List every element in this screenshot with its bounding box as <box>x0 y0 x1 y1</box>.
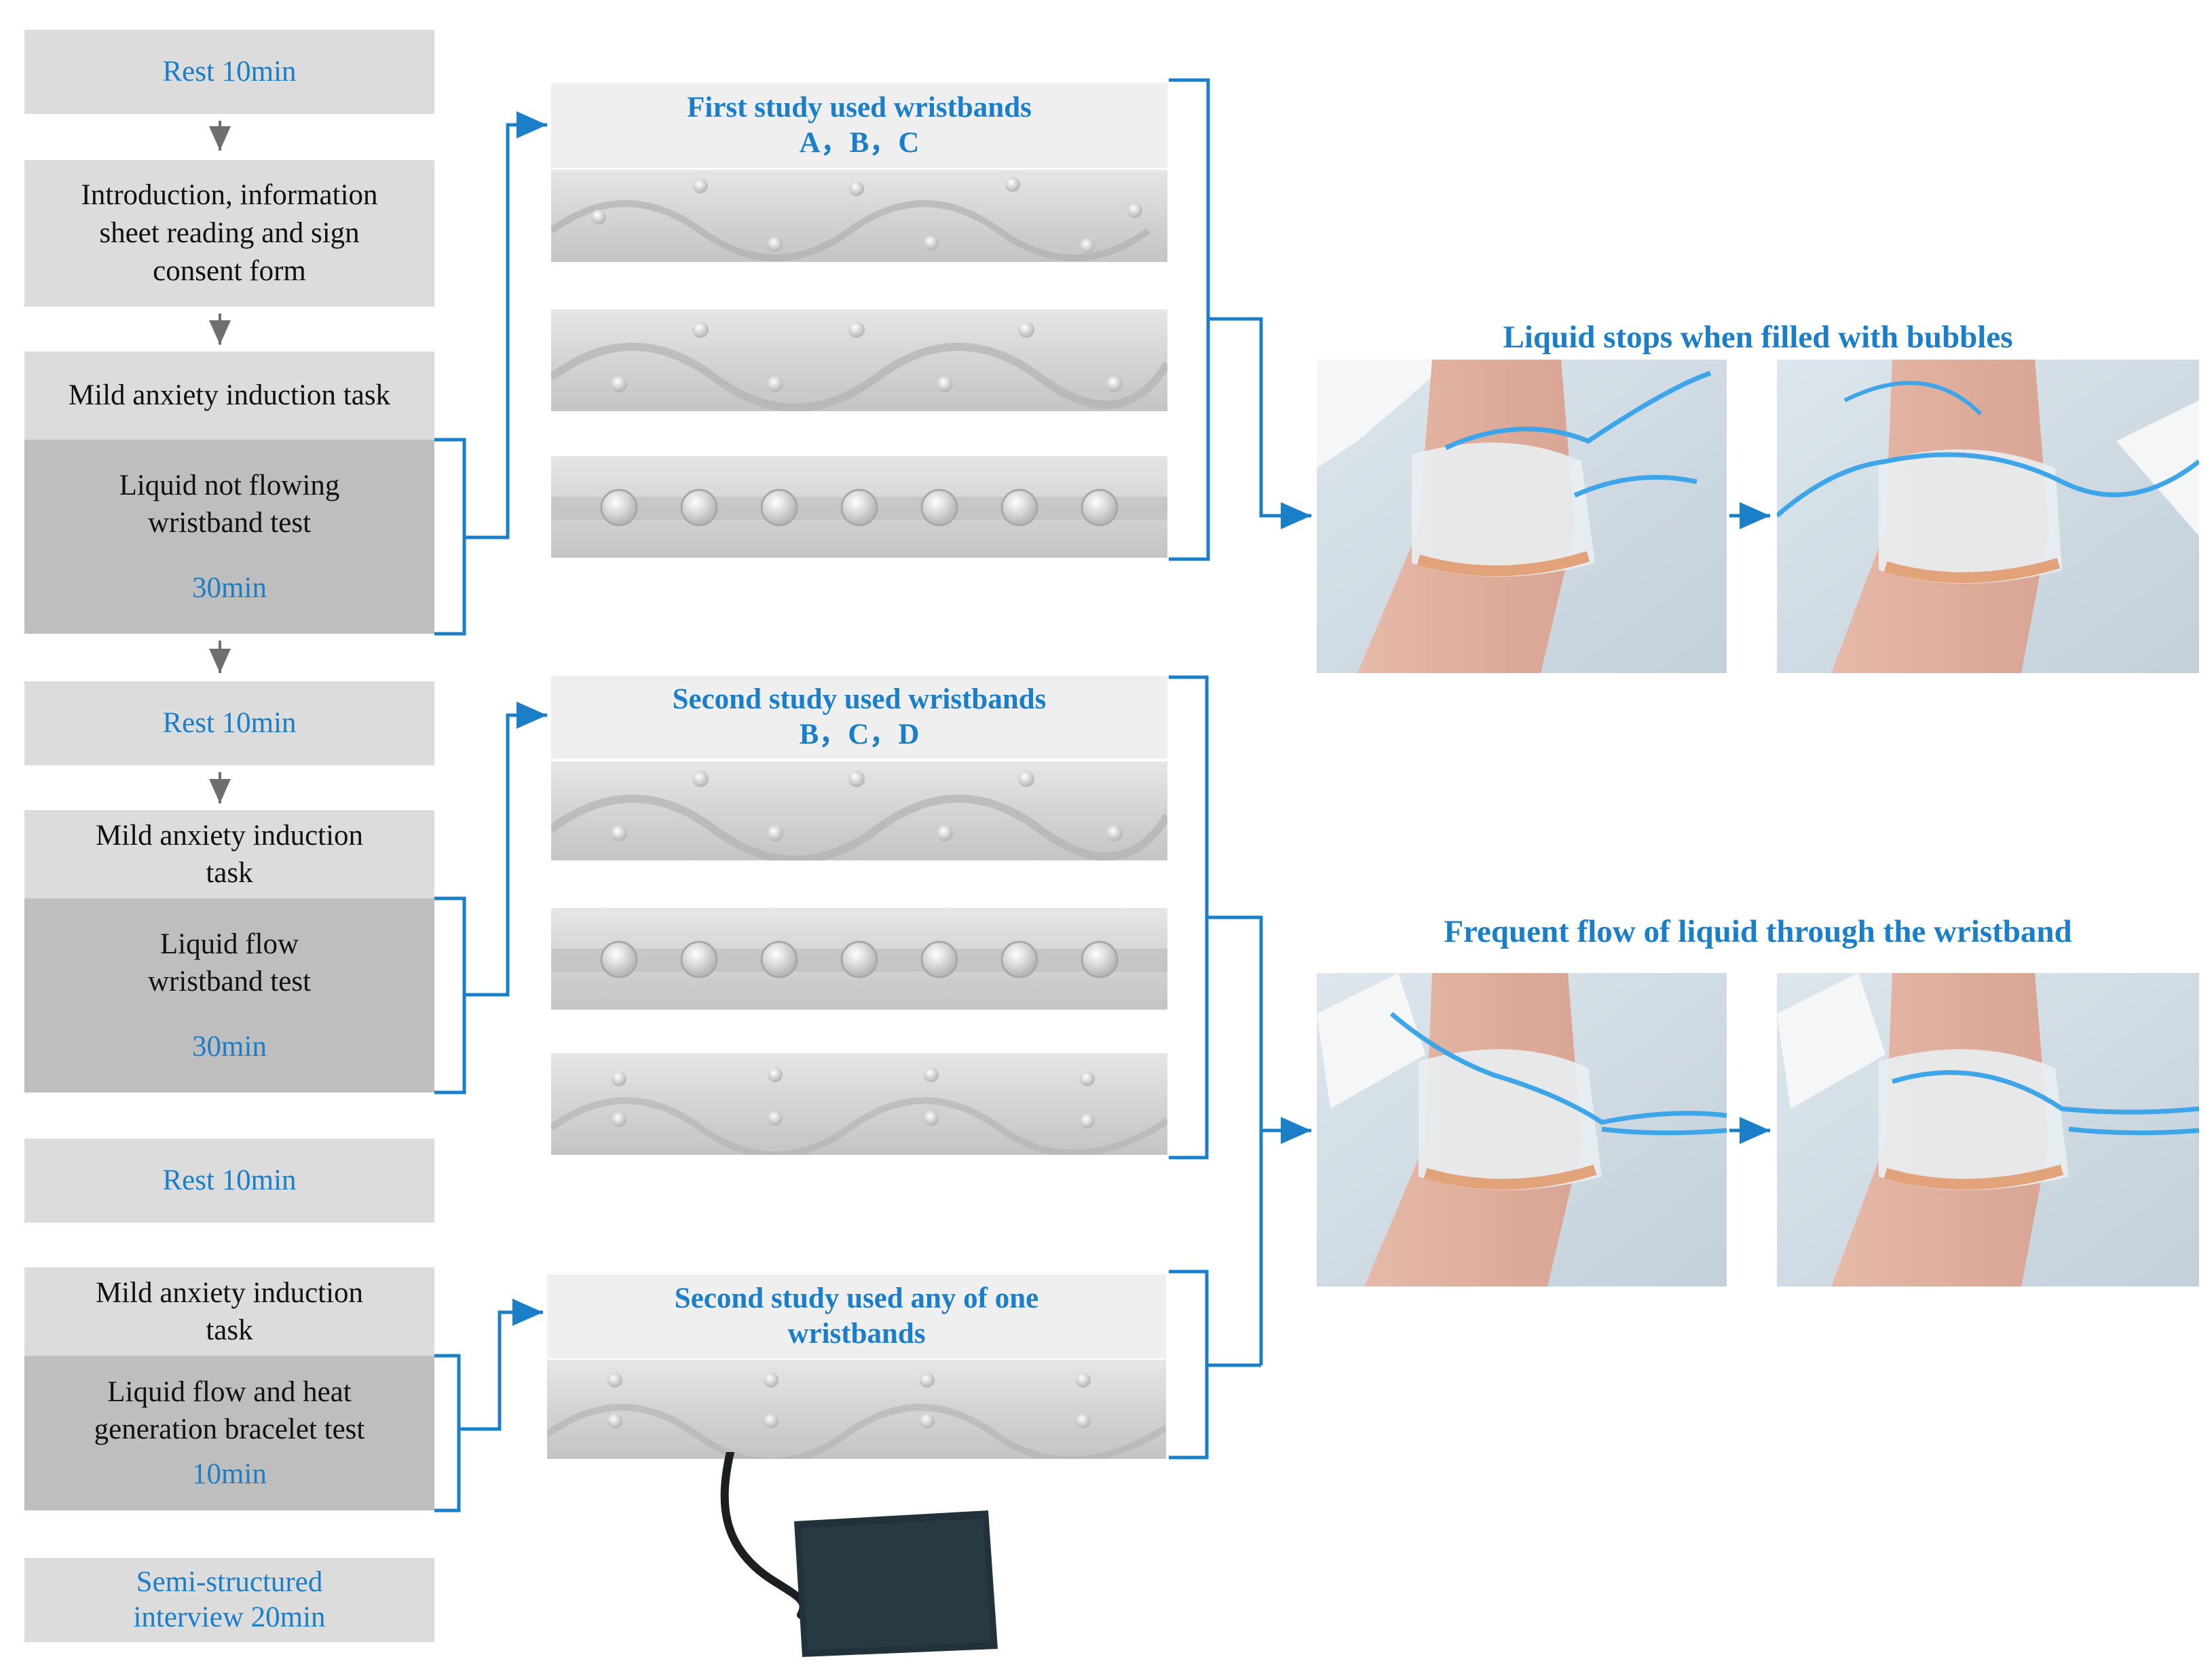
rest-step-1: Rest 10min <box>24 30 434 114</box>
interview-step-label: Semi-structured interview 20min <box>133 1566 326 1633</box>
wristband-image-c-second <box>551 908 1167 1010</box>
second-study-title: Second study used wristbands <box>672 683 1047 716</box>
wristband-test-1-label: Liquid not flowing wristband test <box>119 470 340 539</box>
wristband-image-c <box>551 456 1167 558</box>
wristband-test-2: Liquid flow wristband test 30min <box>24 898 434 1092</box>
second-study-labels: B，C，D <box>799 719 920 750</box>
interview-step: Semi-structured interview 20min <box>24 1558 434 1642</box>
wristband-image-heat <box>547 1360 1166 1459</box>
rest-step-3: Rest 10min <box>24 1139 434 1223</box>
wrist-photo-flow-before <box>1317 973 1727 1287</box>
wristband-image-d <box>551 1053 1167 1155</box>
rest-step-2: Rest 10min <box>24 681 434 765</box>
heating-pad-image <box>720 1452 998 1657</box>
first-study-labels: A，B，C <box>799 127 920 159</box>
intro-step-label: Introduction, information sheet reading … <box>81 179 378 287</box>
wristband-test-2-label: Liquid flow wristband test <box>147 928 312 998</box>
wristband-test-1-time: 30min <box>192 571 267 604</box>
wristband-image-b <box>551 309 1167 411</box>
anxiety-task-3-label: Mild anxiety induction task <box>95 1276 364 1346</box>
bubbles-result-title: Liquid stops when filled with bubbles <box>1503 320 2013 355</box>
first-study-title: First study used wristbands <box>687 92 1032 124</box>
rest-step-1-label: Rest 10min <box>162 56 297 88</box>
anxiety-task-2: Mild anxiety induction task <box>24 810 434 898</box>
anxiety-task-3: Mild anxiety induction task <box>24 1268 434 1356</box>
bracelet-test-3-label: Liquid flow and heat generation bracelet… <box>94 1376 365 1446</box>
wristband-image-a <box>551 170 1167 262</box>
rest-step-3-label: Rest 10min <box>162 1164 297 1197</box>
third-study-header: Second study used any of one wristbands <box>547 1274 1166 1358</box>
flow-result-title: Frequent flow of liquid through the wris… <box>1444 914 2072 949</box>
wristband-test-1: Liquid not flowing wristband test 30min <box>24 440 434 634</box>
wristband-test-2-time: 30min <box>192 1030 267 1063</box>
anxiety-task-1-label: Mild anxiety induction task <box>68 379 391 412</box>
anxiety-task-1: Mild anxiety induction task <box>24 351 434 440</box>
anxiety-task-2-label: Mild anxiety induction task <box>95 819 364 889</box>
bracelet-test-3-time: 10min <box>192 1458 267 1490</box>
third-study-title: Second study used any of one wristbands <box>674 1282 1039 1350</box>
second-study-header: Second study used wristbands B，C，D <box>551 676 1167 759</box>
intro-step: Introduction, information sheet reading … <box>24 160 434 307</box>
wrist-photo-bubbles-after <box>1777 360 2199 673</box>
wristband-image-b-second <box>551 761 1167 860</box>
wrist-photo-flow-after <box>1777 973 2199 1287</box>
bracelet-test-3: Liquid flow and heat generation bracelet… <box>24 1356 434 1510</box>
first-study-header: First study used wristbands A，B，C <box>551 83 1167 168</box>
rest-step-2-label: Rest 10min <box>162 707 297 740</box>
wrist-photo-bubbles-before <box>1317 360 1727 673</box>
